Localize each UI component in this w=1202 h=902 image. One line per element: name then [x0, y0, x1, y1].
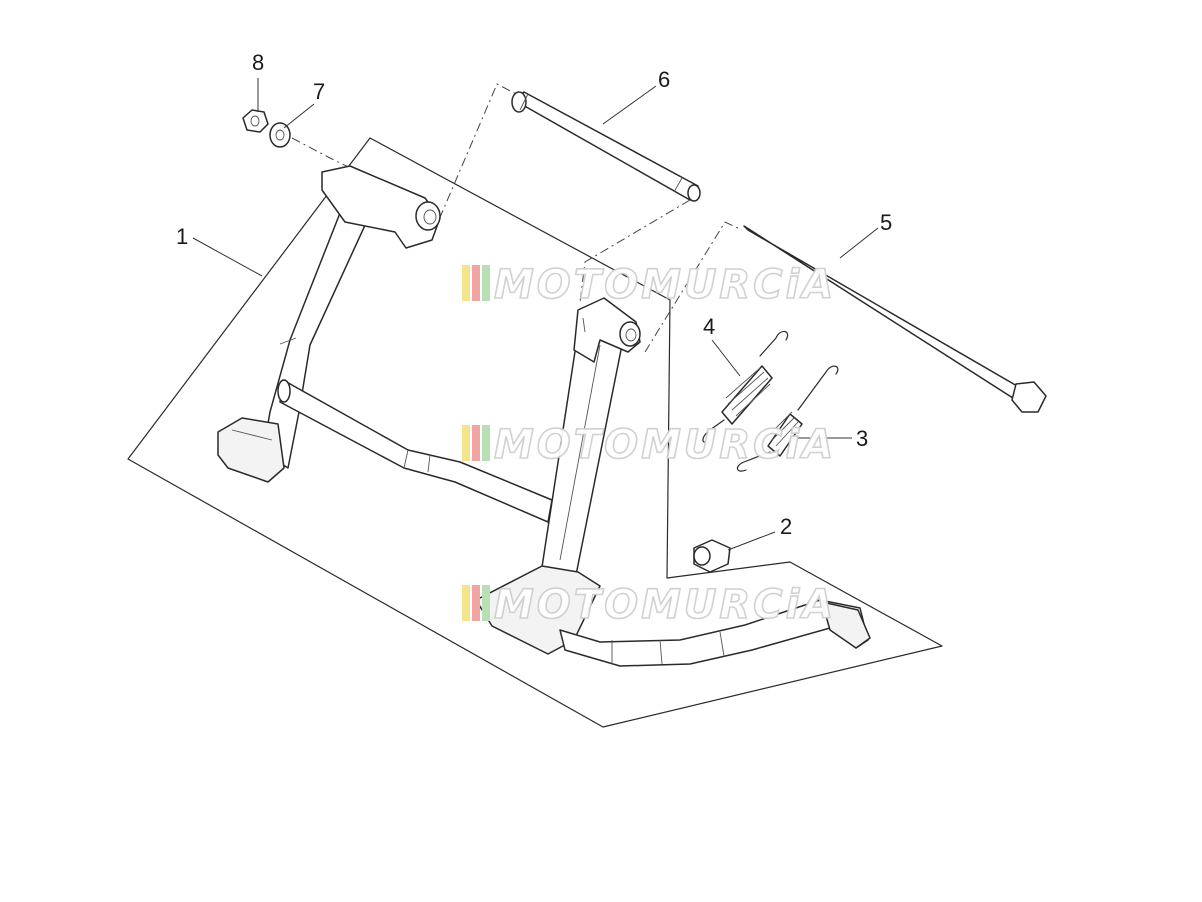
- assembly-outline: [127, 137, 943, 728]
- watermark-stripe-3: [482, 265, 490, 301]
- center-stand-frame: [217, 165, 871, 667]
- alignment-lines: [291, 83, 743, 353]
- callout-1: 1: [176, 224, 188, 249]
- callout-2: 2: [780, 514, 792, 539]
- watermark-stripe-1: [462, 585, 470, 621]
- long-bolt: [743, 225, 1047, 413]
- watermark-stripe-2: [472, 585, 480, 621]
- watermark-text-1: MOTOMURCiA: [494, 262, 836, 308]
- watermark-text-3: MOTOMURCiA: [494, 582, 836, 628]
- watermark-3: MOTOMURCiA: [462, 581, 836, 629]
- callout-8: 8: [252, 50, 264, 75]
- washer: [269, 122, 291, 148]
- nut: [242, 109, 269, 133]
- watermark-2: MOTOMURCiA: [462, 421, 836, 469]
- callout-5: 5: [880, 210, 892, 235]
- spring-long: [702, 330, 789, 443]
- callout-labels: 1 2 3 4 5 6 7 8: [176, 50, 892, 539]
- callout-7: 7: [313, 79, 325, 104]
- watermark-stripe-1: [462, 265, 470, 301]
- watermark-stripe-3: [482, 425, 490, 461]
- watermark-stripe-2: [472, 265, 480, 301]
- callout-3: 3: [856, 426, 868, 451]
- watermark-1: MOTOMURCiA: [462, 261, 836, 309]
- pivot-pin: [511, 91, 701, 202]
- rubber-bush: [693, 539, 731, 573]
- watermark-stripe-1: [462, 425, 470, 461]
- leader-lines: [192, 78, 879, 551]
- callout-6: 6: [658, 67, 670, 92]
- watermark-stripe-2: [472, 425, 480, 461]
- spring-short: [736, 365, 839, 472]
- callout-4: 4: [703, 314, 715, 339]
- watermark-text-2: MOTOMURCiA: [494, 422, 836, 468]
- watermark-stripe-3: [482, 585, 490, 621]
